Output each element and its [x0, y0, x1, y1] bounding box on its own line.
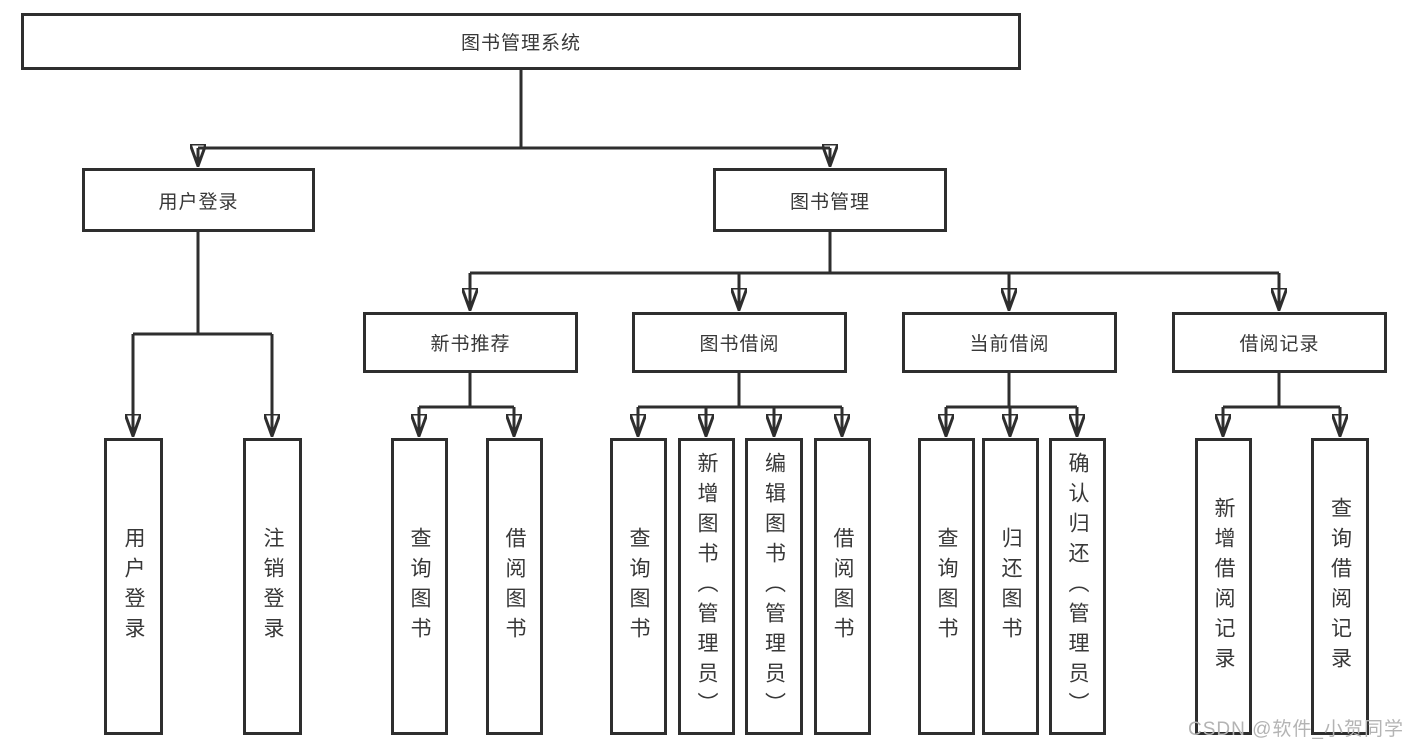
- node-book-borrowing: 图书借阅: [632, 312, 847, 373]
- leaf-borrow-query-books: 查询图书: [610, 438, 667, 735]
- node-label: 图书管理系统: [460, 33, 581, 54]
- leaf-label: 新增借阅记录: [1212, 496, 1235, 677]
- node-label: 新书推荐: [430, 334, 511, 355]
- leaf-newbook-query-books: 查询图书: [391, 438, 448, 735]
- node-current-borrowing: 当前借阅: [902, 312, 1117, 373]
- leaf-label: 用户登录: [122, 526, 145, 647]
- leaf-current-return-books: 归还图书: [982, 438, 1039, 735]
- leaf-current-query-books: 查询图书: [918, 438, 975, 735]
- node-library-management-system: 图书管理系统: [21, 13, 1021, 70]
- leaf-borrow-borrow-books: 借阅图书: [814, 438, 871, 735]
- node-book-management: 图书管理: [713, 168, 947, 232]
- leaf-current-confirm-return-admin: 确认归还（管理员）: [1049, 438, 1106, 735]
- leaf-label: 借阅图书: [503, 526, 526, 647]
- leaf-label: 新增图书（管理员）: [695, 451, 718, 722]
- leaf-label: 查询借阅记录: [1328, 496, 1352, 677]
- node-label: 用户登录: [158, 191, 239, 213]
- leaf-borrow-edit-books-admin: 编辑图书（管理员）: [745, 438, 803, 735]
- leaf-label: 查询图书: [935, 526, 958, 647]
- leaf-logout-login: 注销登录: [243, 438, 302, 735]
- leaf-newbook-borrow-books: 借阅图书: [486, 438, 543, 735]
- leaf-label: 借阅图书: [831, 526, 854, 647]
- node-borrowing-records: 借阅记录: [1172, 312, 1387, 373]
- leaf-label: 注销登录: [261, 526, 284, 647]
- node-user-login: 用户登录: [82, 168, 315, 232]
- leaf-record-add-borrow-record: 新增借阅记录: [1195, 438, 1252, 735]
- node-label: 当前借阅: [969, 334, 1050, 355]
- csdn-watermark: CSDN @软件_小贺同学: [1188, 719, 1404, 740]
- leaf-label: 编辑图书（管理员）: [762, 451, 786, 722]
- leaf-label: 归还图书: [999, 526, 1022, 647]
- leaf-borrow-add-books-admin: 新增图书（管理员）: [678, 438, 735, 735]
- leaf-label: 确认归还（管理员）: [1066, 451, 1089, 722]
- node-label: 图书管理: [789, 191, 870, 213]
- leaf-user-login: 用户登录: [104, 438, 163, 735]
- leaf-record-query-borrow-record: 查询借阅记录: [1311, 438, 1369, 735]
- leaf-label: 查询图书: [627, 526, 650, 647]
- node-label: 图书借阅: [699, 334, 780, 355]
- leaf-label: 查询图书: [408, 526, 431, 647]
- node-new-book-recommend: 新书推荐: [363, 312, 578, 373]
- node-label: 借阅记录: [1239, 334, 1320, 355]
